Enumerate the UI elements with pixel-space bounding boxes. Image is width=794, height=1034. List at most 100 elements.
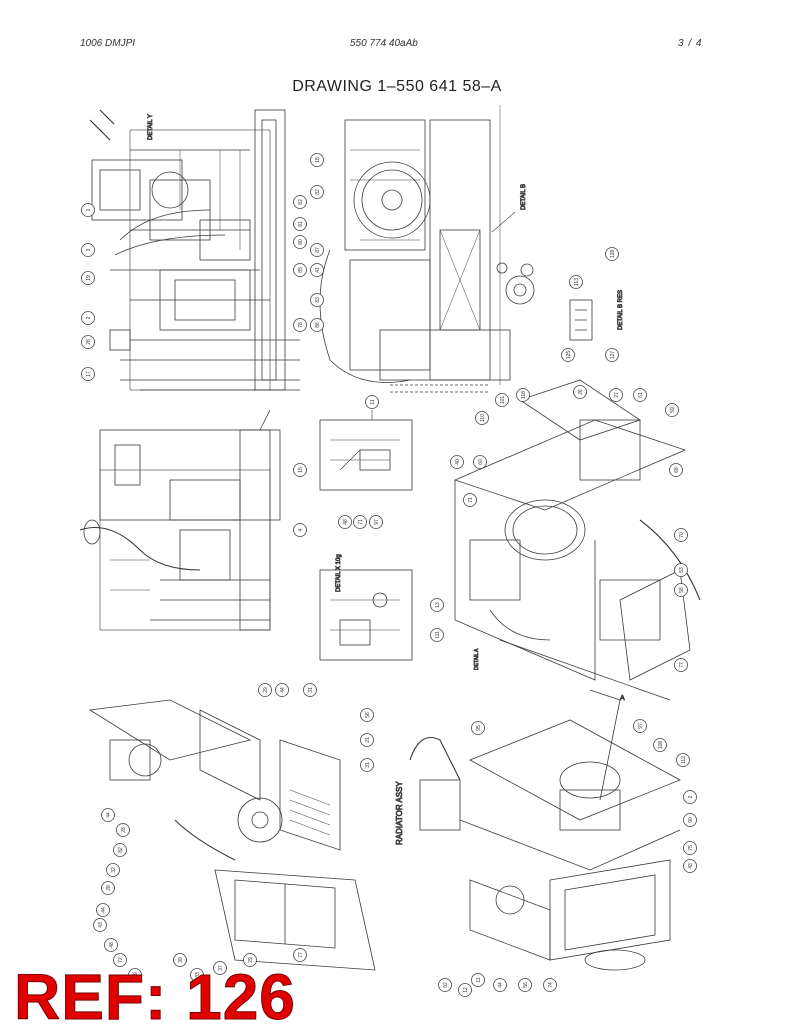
callout-number: 70	[679, 532, 685, 538]
callout-circle	[101, 881, 115, 895]
callout-circle	[173, 953, 187, 967]
callout-circle	[293, 195, 307, 209]
part-callout: 78	[293, 318, 307, 332]
part-callout: 53	[674, 563, 688, 577]
callout-number: 81	[298, 221, 304, 227]
detail-x-panels	[319, 410, 413, 661]
part-callout: 43	[93, 918, 107, 932]
callout-circle	[605, 247, 619, 261]
callout-number: 32	[111, 867, 117, 873]
callout-number: 13	[435, 602, 441, 608]
callout-number: 83	[315, 297, 321, 303]
part-callout: 85	[293, 263, 307, 277]
callout-circle	[471, 973, 485, 987]
part-callout: 71	[463, 493, 477, 507]
callout-circle	[493, 978, 507, 992]
callout-number: 48	[109, 942, 115, 948]
part-callout: 27	[609, 388, 623, 402]
part-callout: 4	[293, 523, 307, 537]
part-callout: 28	[101, 881, 115, 895]
view-isometric-right	[453, 379, 701, 701]
callout-circle	[93, 918, 107, 932]
callout-number: 80	[298, 239, 304, 245]
callout-circle	[104, 938, 118, 952]
part-callout: 31	[360, 758, 374, 772]
detail-b-res-label: DETAIL B RES	[618, 290, 624, 330]
view-isometric-bottom-right	[409, 689, 681, 971]
callout-number: 11	[370, 399, 376, 404]
callout-circle	[609, 388, 623, 402]
part-callout: 71	[353, 515, 367, 529]
callout-number: 82	[298, 199, 304, 205]
part-callout: 26	[573, 385, 587, 399]
callout-circle	[360, 758, 374, 772]
callout-number: 2	[86, 316, 92, 319]
callout-circle	[430, 628, 444, 642]
callout-number: 28	[106, 885, 112, 891]
callout-circle	[101, 808, 115, 822]
part-callout: 48	[104, 938, 118, 952]
part-callout: 90	[683, 813, 697, 827]
callout-number: 59	[670, 407, 676, 413]
callout-circle	[360, 733, 374, 747]
callout-circle	[516, 388, 530, 402]
part-callout: 40	[450, 455, 464, 469]
part-callout: 31	[303, 683, 317, 697]
view-front-engine	[319, 105, 535, 393]
callout-number: 27	[614, 392, 620, 398]
callout-circle	[310, 185, 324, 199]
part-callout: 95	[471, 721, 485, 735]
part-callout: 82	[310, 185, 324, 199]
callout-number: 39	[178, 957, 184, 963]
callout-circle	[113, 953, 127, 967]
part-callout: 81	[293, 217, 307, 231]
callout-number: 97	[638, 723, 644, 729]
callout-circle	[293, 263, 307, 277]
callout-circle	[495, 393, 509, 407]
callout-number: 71	[358, 519, 364, 525]
callout-circle	[293, 217, 307, 231]
callout-number: 127	[610, 351, 616, 360]
callout-circle	[369, 515, 383, 529]
callout-circle	[683, 813, 697, 827]
callout-number: 95	[476, 725, 482, 731]
part-callout: 127	[605, 348, 619, 362]
part-callout: 33	[190, 968, 204, 982]
part-callout: 108	[653, 738, 667, 752]
callout-number: 72	[118, 957, 124, 963]
callout-circle	[81, 335, 95, 349]
callout-circle	[310, 153, 324, 167]
part-callout: 125	[561, 348, 575, 362]
part-callout: 80	[293, 235, 307, 249]
callout-circle	[450, 455, 464, 469]
header-part-number: 550 774 40aAb	[350, 38, 418, 49]
callout-number: 29	[263, 687, 269, 693]
callout-circle	[293, 463, 307, 477]
callout-number: 90	[688, 817, 694, 823]
callout-number: 43	[98, 922, 104, 928]
part-callout: 72	[113, 953, 127, 967]
callout-number: 3	[86, 248, 92, 251]
callout-circle	[360, 708, 374, 722]
callout-circle	[293, 948, 307, 962]
part-callout: 1	[81, 203, 95, 217]
callout-number: 41	[315, 267, 321, 273]
callout-number: 29	[248, 957, 254, 963]
callout-number: 82	[443, 982, 449, 988]
callout-number: 82	[118, 847, 124, 853]
callout-circle	[683, 841, 697, 855]
callout-number: 4	[298, 528, 304, 531]
part-callout: 82	[293, 195, 307, 209]
part-callout: 77	[293, 948, 307, 962]
callout-number: 40	[455, 459, 461, 465]
callout-circle	[293, 318, 307, 332]
part-callout: 37	[213, 961, 227, 975]
callout-circle	[310, 243, 324, 257]
callout-number: 44	[106, 812, 112, 818]
callout-circle	[573, 385, 587, 399]
callout-circle	[275, 683, 289, 697]
callout-circle	[365, 395, 379, 409]
part-callout: 48	[338, 515, 352, 529]
part-callout: 77	[674, 658, 688, 672]
